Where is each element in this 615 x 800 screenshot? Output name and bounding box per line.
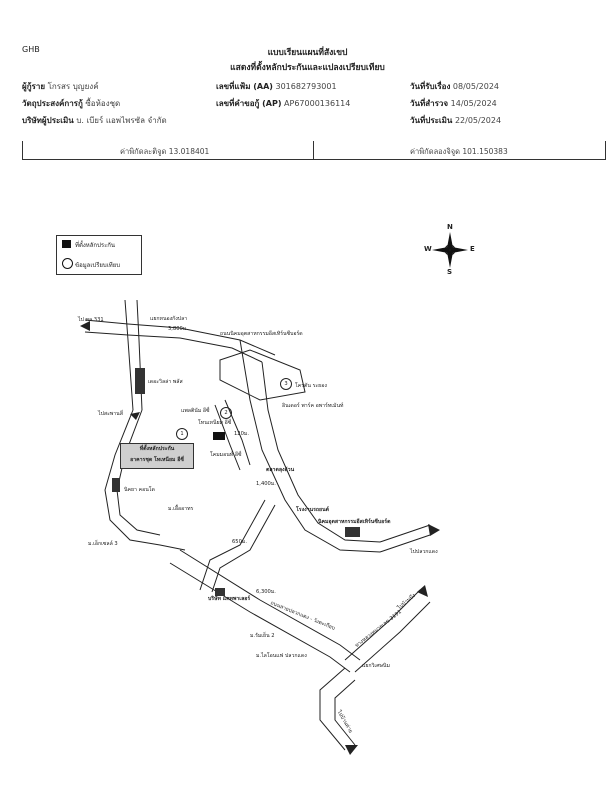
compass-north: N xyxy=(447,223,453,231)
appraise-value: 22/05/2024 xyxy=(454,116,502,125)
comparable-3-marker: 3 xyxy=(280,378,292,390)
comparable-legend-icon xyxy=(62,258,73,269)
label-to-331: ไป ทล.331 xyxy=(78,317,104,323)
road-top xyxy=(84,319,276,356)
label-kondo: โคมมอนท์ อีซี่ xyxy=(210,452,242,458)
label-dist-1400: 1,400ม. xyxy=(256,481,276,487)
collateral-legend-label: ที่ตั้งหลักประกัน xyxy=(75,242,116,249)
appraise-row: วันที่ประเมิน 22/05/2024 xyxy=(410,114,501,127)
received-row: วันที่รับเรื่อง 08/05/2024 xyxy=(410,80,499,93)
map-legend: ที่ตั้งหลักประกัน ข้อมูลเปรียบเทียบ xyxy=(56,235,142,275)
longitude-text: ค่าพิกัดลองจิจูด 101.150383 xyxy=(410,147,508,156)
label-road-industrial: ถนนนิคมอุตสาหกรรมอีสเทิร์นซีบอร์ด xyxy=(220,331,303,337)
label-company: บริษัท แคทพาเลอร์ xyxy=(208,596,251,602)
collateral-callout-name: อาคารชุด โทเหนียม อีซี่ xyxy=(130,457,184,463)
coordinates-bar xyxy=(22,141,606,160)
compass-west: W xyxy=(424,245,432,253)
purpose-value: ซื้อห้องชุด xyxy=(85,99,121,108)
received-value: 08/05/2024 xyxy=(452,82,500,91)
label-industrial-estate: นิคมอุตสาหกรรมอีสเทิร์นซีบอร์ด xyxy=(318,519,391,525)
label-junction-top: แยกหนองกังปลา xyxy=(150,316,188,322)
label-to-pattaya: ไปสะพานสี่ xyxy=(98,411,123,417)
comparable-legend-label: ข้อมูลเปรียบเทียบ xyxy=(75,262,121,269)
appraiser-row: บริษัทผู้ประเมิน บ. เบียร์ แอพไพรซัล จำก… xyxy=(22,114,167,127)
label-junction-bottom: แยกวิเศษนิม xyxy=(362,663,390,669)
label-kocho-small: โครตัน ระยอง xyxy=(295,383,327,389)
label-baan-3: ม.เอ็กเซลล์ 3 xyxy=(88,541,118,547)
label-pharmacy: แพลตินัม อีซี่ xyxy=(181,408,210,414)
purpose-label: วัตถุประสงค์การกู้ xyxy=(22,99,83,108)
appraiser-value: บ. เบียร์ แอพไพรซัล จำกัด xyxy=(76,116,167,125)
ap-row: เลขที่คำขอกู้ (AP) AP67000136114 xyxy=(216,97,350,110)
label-market: ตลาดลุงอ้วน xyxy=(266,467,295,473)
appraiser-label: บริษัทผู้ประเมิน xyxy=(22,116,74,125)
label-house-1: ม.รัมเย็น 2 xyxy=(250,633,275,639)
ap-value: AP67000136114 xyxy=(284,99,351,108)
ap-label: เลขที่คำขอกู้ (AP) xyxy=(216,99,282,108)
aa-label: เลขที่แฟ้ม (AA) xyxy=(216,82,273,91)
compass-icon xyxy=(432,232,468,268)
collateral-legend-icon xyxy=(62,240,71,248)
label-to-pluak-daeng: ไปปลวกแดง xyxy=(410,549,438,555)
comparable-2-marker: 2 xyxy=(220,407,232,419)
comparable-1-marker: 1 xyxy=(176,428,188,440)
borrower-value: โกรสร บุญยงค์ xyxy=(47,82,99,91)
label-dist-650: 650ม. xyxy=(232,539,247,545)
purpose-row: วัตถุประสงค์การกู้ ซื้อห้องชุด xyxy=(22,97,120,110)
appraise-label: วันที่ประเมิน xyxy=(410,116,453,125)
label-dist-6300: 6,300ม. xyxy=(256,589,276,595)
label-lay-ville: เดอะวิลล่า พลัส xyxy=(148,379,183,385)
label-dist-3800: 3,800ม. xyxy=(168,326,188,332)
borrower-label: ผู้กู้ราย xyxy=(22,82,46,91)
label-house-2: ม.ไลโอนแฟ ปลวกแดง xyxy=(256,653,307,659)
survey-label: วันที่สำรวจ xyxy=(410,99,449,108)
label-nasa: ม.เอื้ออาทร xyxy=(168,506,194,512)
survey-value: 14/05/2024 xyxy=(450,99,497,108)
latitude-text: ค่าพิกัดละติจูด 13.018401 xyxy=(120,147,210,156)
page-subtitle: แสดงที่ตั้งหลักประกันและแปลงเปรียบเทียบ xyxy=(230,63,385,73)
borrower-row: ผู้กู้ราย โกรสร บุญยงค์ xyxy=(22,80,99,93)
received-label: วันที่รับเรื่อง xyxy=(410,82,451,91)
label-dist-120: 120ม. xyxy=(234,431,249,437)
aa-value: 301682793001 xyxy=(275,82,337,91)
label-factory: โรงงานรถยนต์ xyxy=(296,507,329,513)
aa-row: เลขที่แฟ้ม (AA) 301682793001 xyxy=(216,80,337,93)
collateral-callout: ที่ตั้งหลักประกัน อาคารชุด โทเหนียม อีซี… xyxy=(120,443,194,469)
survey-row: วันที่สำรวจ 14/05/2024 xyxy=(410,97,497,110)
compass-south: S xyxy=(447,268,453,276)
label-baan-kondo: นิคยา คอนโด xyxy=(124,487,155,493)
collateral-callout-title: ที่ตั้งหลักประกัน xyxy=(139,446,175,452)
label-townhome: โทนเหนียม อีซี่ xyxy=(198,420,232,426)
label-kocho-sub: อินเดอร์ พาร์ค อพาร์ทเม้นท์ xyxy=(282,403,344,409)
bank-logo-text: GHB xyxy=(22,45,40,54)
page-title: แบบเรียนแผนที่สังเขป xyxy=(267,48,348,58)
compass-east: E xyxy=(470,245,475,253)
